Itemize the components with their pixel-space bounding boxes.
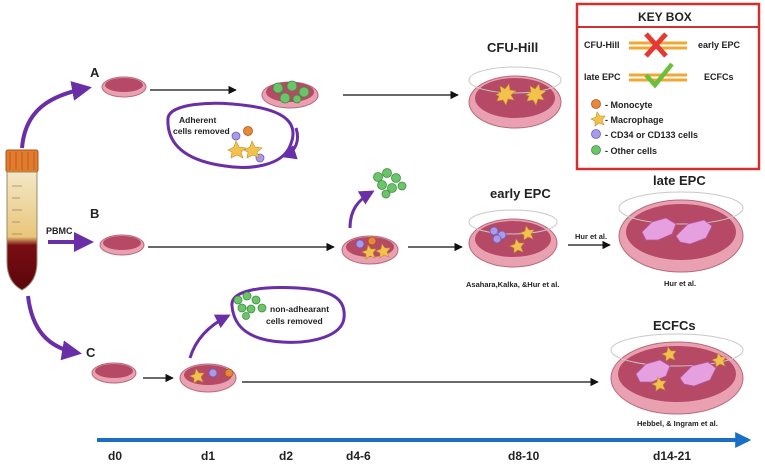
adherent-label-line2: cells removed <box>173 126 230 136</box>
arrow-to-nonadherent-callout <box>188 314 231 359</box>
adherent-removed-callout: Adherent cells removed <box>166 101 295 169</box>
arrow-to-row-c <box>26 295 82 361</box>
late-epc-title: late EPC <box>653 173 706 188</box>
tick-d1: d1 <box>201 449 215 463</box>
pbmc-label: PBMC <box>46 226 73 236</box>
key-box: KEY BOX CFU-Hill early EPC late EPC ECFC… <box>575 2 761 171</box>
tick-d2: d2 <box>279 449 293 463</box>
legend-cd34: - CD34 or CD133 cells <box>591 129 698 140</box>
ecfcs-title: ECFCs <box>653 318 696 333</box>
early-epc-title: early EPC <box>490 186 551 201</box>
legend-other-label: - Other cells <box>605 146 657 156</box>
tick-d0: d0 <box>108 449 122 463</box>
adherent-label-line1: Adherent <box>179 115 216 125</box>
dish-ecfcs <box>610 333 744 415</box>
key-pair2-left: late EPC <box>584 72 621 82</box>
tick-d8-10: d8-10 <box>508 449 540 463</box>
late-epc-ref: Hur et al. <box>664 279 696 288</box>
nonadherent-removed-callout: non-adhearant cells removed <box>230 286 346 344</box>
dish-b-d0 <box>99 234 145 256</box>
transition-ref: Hur et al. <box>575 232 607 241</box>
dish-late-epc <box>618 191 744 273</box>
blood-tube <box>5 149 39 291</box>
legend-monocyte-label: - Monocyte <box>605 100 653 110</box>
dish-cfu-hill <box>468 66 562 129</box>
legend-other: - Other cells <box>591 145 657 156</box>
dish-c-d1 <box>179 363 237 393</box>
legend-macrophage-label: - Macrophage <box>605 115 664 125</box>
dish-a-d2 <box>261 80 319 109</box>
nonadherent-label-line2: cells removed <box>266 316 323 326</box>
check-icon <box>644 62 674 89</box>
arrow-removed-green <box>348 190 375 229</box>
legend-cd34-label: - CD34 or CD133 cells <box>605 130 698 140</box>
legend-macrophage: - Macrophage <box>590 111 664 127</box>
row-label-b: B <box>90 206 99 221</box>
tick-d14-21: d14-21 <box>653 449 691 463</box>
dish-c-d0 <box>91 362 137 384</box>
row-label-c: C <box>86 345 96 360</box>
nonadherent-label-line1: non-adhearant <box>270 304 329 314</box>
row-label-a: A <box>90 65 100 80</box>
cfu-hill-title: CFU-Hill <box>487 40 538 55</box>
key-box-title: KEY BOX <box>638 10 692 24</box>
early-epc-ref: Asahara,Kalka, &Hur et al. <box>466 280 559 289</box>
removed-green-cluster <box>373 168 407 199</box>
ecfcs-ref: Hebbel, & Ingram et al. <box>637 419 718 428</box>
key-pair1-left: CFU-Hill <box>584 40 620 50</box>
dish-a-d0 <box>101 76 147 98</box>
key-pair1-right: early EPC <box>698 40 741 50</box>
arrow-to-row-a <box>20 81 92 149</box>
cross-icon <box>644 32 668 58</box>
arrow-callout-to-dish <box>281 127 299 160</box>
dish-b-d4-6 <box>341 235 399 265</box>
dish-early-epc <box>468 209 558 268</box>
key-pair2-right: ECFCs <box>704 72 734 82</box>
legend-monocyte: - Monocyte <box>591 99 653 110</box>
tick-d4-6: d4-6 <box>346 449 371 463</box>
